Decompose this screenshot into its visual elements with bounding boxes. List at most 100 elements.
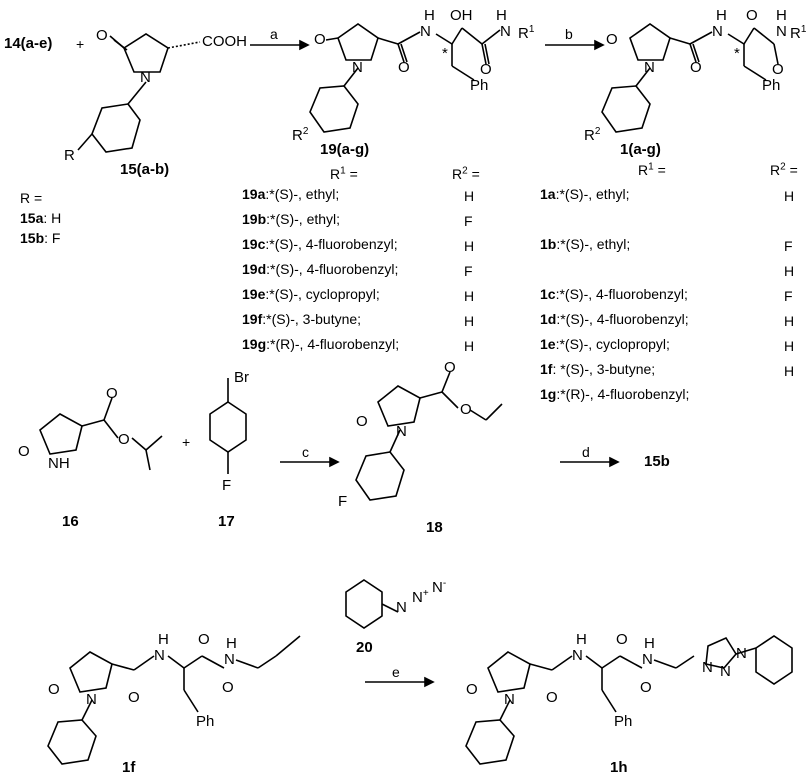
- atom-o: O: [690, 59, 702, 76]
- atom-n: N: [352, 59, 363, 76]
- table1-row: 1e:*(S)-, cyclopropyl;: [540, 336, 670, 352]
- table19-r2-header: R2 =: [452, 165, 480, 182]
- azide-n1: N: [396, 599, 407, 616]
- atom-r1: R1: [518, 24, 535, 42]
- label-18: 18: [426, 519, 443, 536]
- atom-h: H: [424, 7, 435, 24]
- table19-row: 19c:*(S)-, 4-fluorobenzyl;: [242, 236, 398, 252]
- table1-r2: F: [784, 288, 793, 304]
- table1-row: 1g:*(R)-, 4-fluorobenzyl;: [540, 386, 690, 402]
- atom-o: O: [198, 631, 210, 648]
- structure-19: [309, 23, 501, 133]
- atom-o: O: [546, 689, 558, 706]
- r-definition: R =: [20, 190, 43, 206]
- atom-h: H: [158, 631, 169, 648]
- atom-o: O: [480, 61, 492, 78]
- atom-br: Br: [234, 369, 249, 386]
- table1-r2: H: [784, 363, 795, 379]
- table19-r2: H: [464, 288, 475, 304]
- atom-r2: R2: [584, 126, 601, 144]
- table1-row: 1f: *(S)-, 3-butyne;: [540, 361, 656, 377]
- atom-n: N: [154, 647, 165, 664]
- atom-o: O: [640, 679, 652, 696]
- plus-sign: +: [76, 36, 85, 52]
- table1-r2: F: [784, 238, 793, 254]
- atom-n: N: [396, 423, 407, 440]
- table1-row: 1d:*(S)-, 4-fluorobenzyl;: [540, 311, 689, 327]
- atom-ph: Ph: [614, 713, 633, 730]
- table1-r2-header: R2 =: [770, 161, 798, 178]
- atom-o: O: [616, 631, 628, 648]
- table19-r2: H: [464, 188, 475, 204]
- table1-r2: H: [784, 338, 795, 354]
- atom-o: O: [772, 61, 784, 78]
- r-option-15a: 15a: H: [20, 210, 62, 226]
- label-14: 14(a-e): [4, 35, 53, 52]
- table1-r2: H: [784, 263, 795, 279]
- atom-n: N: [572, 647, 583, 664]
- atom-o: O: [106, 385, 118, 402]
- table1-row: 1c:*(S)-, 4-fluorobenzyl;: [540, 286, 688, 302]
- table1-r2: H: [784, 313, 795, 329]
- atom-n: N: [776, 23, 787, 40]
- atom-o: O: [606, 31, 618, 48]
- atom-nh: NH: [48, 455, 70, 472]
- atom-n: N: [504, 691, 515, 708]
- atom-n: N: [140, 69, 151, 86]
- atom-o: O: [118, 431, 130, 448]
- triazole-n1: N: [736, 645, 747, 662]
- label-15: 15(a-b): [120, 161, 170, 178]
- stereo-star: *: [442, 45, 448, 62]
- table19-r2: H: [464, 313, 475, 329]
- atom-r: R: [64, 147, 75, 164]
- structure-15: [77, 33, 201, 153]
- atom-ph: Ph: [762, 77, 781, 94]
- stereo-star: *: [734, 45, 740, 62]
- arrow-a-label: a: [270, 26, 278, 42]
- atom-h: H: [776, 7, 787, 24]
- label-1f: 1f: [122, 759, 136, 776]
- structure-18: [355, 371, 503, 501]
- table19-row: 19f:*(S)-, 3-butyne;: [242, 311, 362, 327]
- azide-n2: N+: [412, 588, 429, 606]
- group-cooh: COOH: [202, 33, 247, 50]
- table19-r1-header: R1 =: [330, 165, 358, 182]
- atom-o: O: [314, 31, 326, 48]
- triazole-n2: N: [720, 663, 731, 680]
- table1-row: 1a:*(S)-, ethyl;: [540, 186, 630, 202]
- table19-r2: F: [464, 263, 473, 279]
- table19-r2: H: [464, 338, 475, 354]
- label-1: 1(a-g): [620, 141, 661, 158]
- triazole-n3: N: [702, 659, 713, 676]
- atom-n: N: [224, 651, 235, 668]
- atom-h: H: [716, 7, 727, 24]
- table1-row: 1b:*(S)-, ethyl;: [540, 236, 631, 252]
- atom-n: N: [86, 691, 97, 708]
- atom-ph: Ph: [196, 713, 215, 730]
- atom-n: N: [644, 59, 655, 76]
- arrow-b-label: b: [565, 26, 573, 42]
- plus-sign: +: [182, 434, 191, 450]
- structure-16: [39, 397, 163, 471]
- table19-row: 19b:*(S)-, ethyl;: [242, 211, 341, 227]
- atom-o: O: [96, 27, 108, 44]
- atom-f: F: [222, 477, 232, 494]
- atom-o: O: [128, 689, 140, 706]
- atom-n: N: [642, 651, 653, 668]
- atom-o: O: [18, 443, 30, 460]
- atom-o: O: [356, 413, 368, 430]
- atom-o: O: [466, 681, 478, 698]
- label-20: 20: [356, 639, 373, 656]
- azide-n3: N-: [432, 578, 447, 596]
- atom-h: H: [644, 635, 655, 652]
- label-15b: 15b: [644, 453, 670, 470]
- atom-o: O: [48, 681, 60, 698]
- table1-r2: H: [784, 188, 795, 204]
- atom-h: H: [226, 635, 237, 652]
- label-19: 19(a-g): [320, 141, 370, 158]
- structure-1f: [47, 635, 301, 765]
- table19-row: 19a:*(S)-, ethyl;: [242, 186, 340, 202]
- atom-ph: Ph: [470, 77, 489, 94]
- arrow-e-label: e: [392, 664, 400, 680]
